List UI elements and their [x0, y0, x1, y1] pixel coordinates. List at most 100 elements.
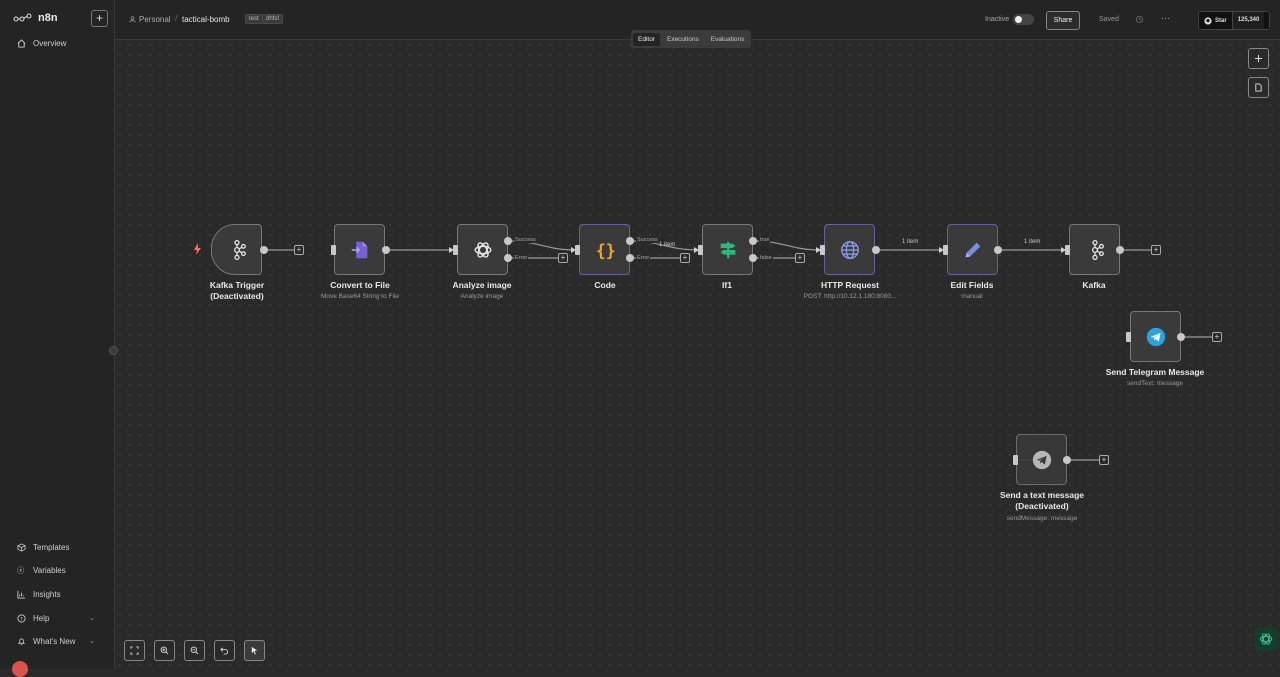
kafka-icon — [233, 239, 246, 260]
output-handle[interactable] — [1063, 456, 1071, 464]
node-title-line: Kafka Trigger — [209, 280, 265, 290]
tab-executions[interactable]: Executions — [666, 35, 699, 43]
undo-icon — [220, 647, 229, 655]
node-http-request[interactable] — [824, 224, 875, 275]
share-button[interactable]: Share — [1046, 11, 1080, 30]
node-title: Kafka — [1082, 280, 1106, 290]
plus-icon — [1254, 54, 1263, 63]
node-subtitle: POST: http://10.12.1.180:8080... — [803, 293, 897, 300]
sidebar-collapse-handle[interactable] — [109, 346, 118, 355]
add-next-node-button[interactable]: + — [795, 253, 805, 263]
breadcrumb-separator: / — [175, 13, 178, 23]
active-toggle[interactable] — [1013, 14, 1034, 25]
output-handle[interactable] — [626, 254, 634, 262]
node-kafka-trigger[interactable] — [211, 224, 262, 275]
chart-icon — [17, 590, 26, 599]
add-next-node-button[interactable]: + — [558, 253, 568, 263]
create-button[interactable]: + — [91, 10, 108, 27]
fit-view-icon — [130, 646, 139, 655]
node-code[interactable]: {} — [579, 224, 630, 275]
output-handle[interactable] — [1177, 333, 1185, 341]
input-handle[interactable] — [698, 245, 703, 255]
node-subtitle: sendText: message — [1126, 380, 1183, 387]
tab-editor[interactable]: Editor — [633, 32, 660, 46]
node-if1[interactable] — [702, 224, 753, 275]
sidebar-item-whats-new[interactable]: What's New — [17, 637, 75, 646]
svg-text:ⓧ: ⓧ — [17, 566, 24, 575]
tag[interactable]: dhfsf — [262, 14, 284, 24]
node-send-telegram-message[interactable] — [1130, 311, 1181, 362]
user-icon — [129, 16, 136, 23]
output-handle[interactable] — [504, 254, 512, 262]
select-tool-button[interactable] — [244, 640, 265, 661]
sidebar-item-insights[interactable]: Insights — [17, 590, 61, 599]
add-next-node-button[interactable]: + — [1099, 455, 1109, 465]
output-handle[interactable] — [994, 246, 1002, 254]
output-handle[interactable] — [872, 246, 880, 254]
zoom-in-button[interactable] — [154, 640, 175, 661]
node-title-line: (Deactivated) — [210, 291, 264, 301]
sidebar-item-templates[interactable]: Templates — [17, 543, 69, 552]
sidebar-item-help[interactable]: ? Help — [17, 614, 49, 623]
add-sticky-button[interactable] — [1248, 77, 1269, 98]
history-icon[interactable] — [1135, 15, 1144, 24]
add-node-button[interactable] — [1248, 48, 1269, 69]
svg-text:?: ? — [20, 617, 23, 623]
project-name: Personal — [139, 15, 171, 24]
chevron-down-icon[interactable]: ⌄ — [89, 638, 95, 645]
node-convert-to-file[interactable] — [334, 224, 385, 275]
output-handle[interactable] — [260, 246, 268, 254]
add-next-node-button[interactable]: + — [1151, 245, 1161, 255]
output-handle[interactable] — [626, 237, 634, 245]
output-handle[interactable] — [382, 246, 390, 254]
add-next-node-button[interactable]: + — [1212, 332, 1222, 342]
node-subtitle: manual — [961, 293, 983, 300]
node-send-text-message[interactable] — [1016, 434, 1067, 485]
output-handle[interactable] — [749, 254, 757, 262]
code-braces-icon: {} — [595, 241, 615, 260]
tab-evaluations[interactable]: Evaluations — [710, 35, 745, 43]
n8n-logo[interactable]: n8n — [13, 12, 58, 24]
reset-zoom-button[interactable] — [214, 640, 235, 661]
input-handle[interactable] — [1013, 455, 1018, 465]
input-handle[interactable] — [1065, 245, 1070, 255]
ai-assistant-button[interactable] — [1254, 627, 1278, 651]
chevron-down-icon[interactable]: ⌄ — [89, 615, 95, 622]
input-handle[interactable] — [820, 245, 825, 255]
node-analyze-image[interactable] — [457, 224, 508, 275]
output-handle[interactable] — [749, 237, 757, 245]
add-next-node-button[interactable]: + — [680, 253, 690, 263]
workflow-canvas[interactable] — [115, 40, 1280, 669]
output-handle[interactable] — [1116, 246, 1124, 254]
zoom-out-icon — [190, 646, 199, 655]
telegram-icon — [1032, 450, 1051, 469]
sidebar-item-label: Help — [33, 614, 50, 623]
port-label-success: Success — [514, 237, 537, 243]
fit-view-button[interactable] — [124, 640, 145, 661]
sidebar: n8n + Overview Templates ⓧ Variables Ins… — [0, 0, 115, 677]
input-handle[interactable] — [575, 245, 580, 255]
convert-file-icon — [351, 241, 367, 258]
node-title: Code — [594, 280, 616, 290]
zoom-out-button[interactable] — [184, 640, 205, 661]
trigger-bolt-icon — [194, 243, 201, 255]
input-handle[interactable] — [453, 245, 458, 255]
node-title-line: (Deactivated) — [1015, 501, 1069, 511]
add-next-node-button[interactable]: + — [294, 245, 304, 255]
sidebar-item-variables[interactable]: ⓧ Variables — [17, 566, 66, 575]
output-handle[interactable] — [504, 237, 512, 245]
github-star-button[interactable]: Star 125,340 — [1198, 11, 1270, 30]
breadcrumb-project[interactable]: Personal — [129, 15, 171, 24]
telegram-icon — [1146, 327, 1165, 346]
home-icon — [17, 39, 26, 48]
bell-icon — [17, 638, 26, 646]
workflow-name[interactable]: tactical-bomb — [182, 15, 230, 24]
input-handle[interactable] — [943, 245, 948, 255]
input-handle[interactable] — [331, 245, 336, 255]
more-options-icon[interactable]: ··· — [1161, 13, 1170, 23]
sidebar-item-overview[interactable]: Overview — [17, 39, 66, 48]
globe-icon — [840, 240, 859, 259]
input-handle[interactable] — [1126, 332, 1131, 342]
svg-text:{}: {} — [595, 241, 615, 260]
sidebar-item-label: Insights — [33, 590, 61, 599]
